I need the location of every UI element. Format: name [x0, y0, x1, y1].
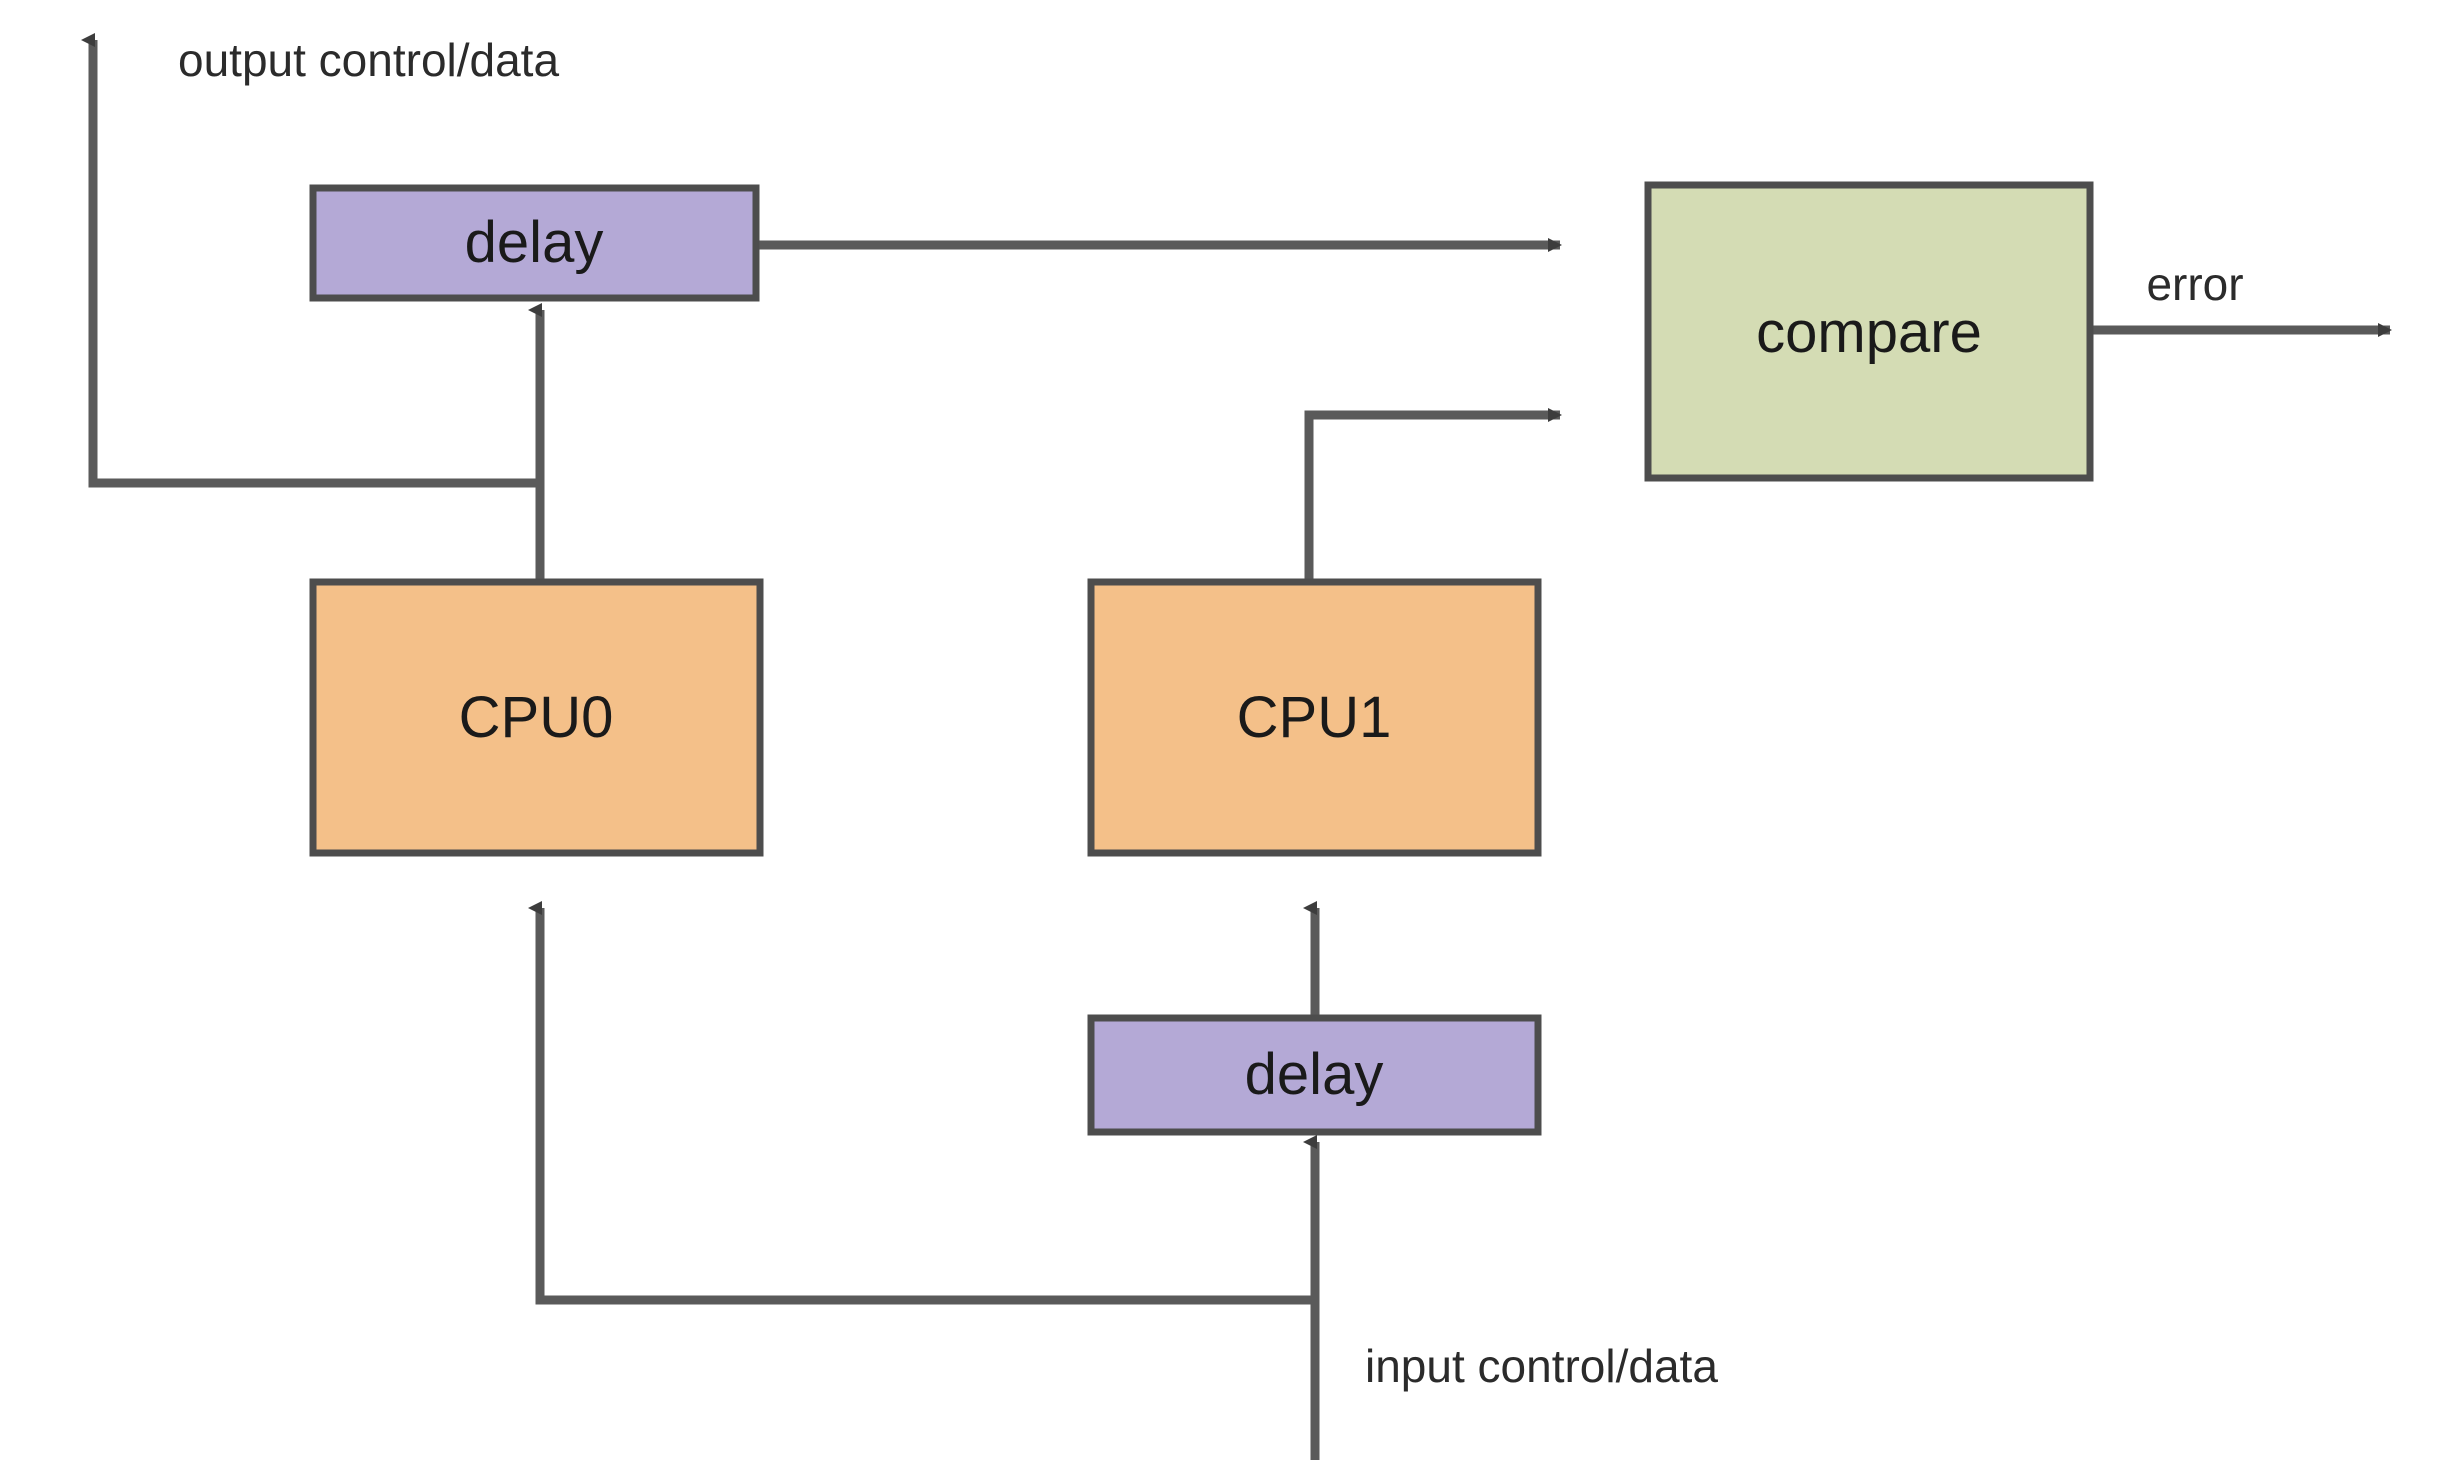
cpu0-box[interactable]: [309, 578, 764, 857]
cpu1-label: CPU1: [1237, 685, 1392, 750]
node-delay-top[interactable]: delay: [309, 184, 760, 302]
node-cpu1[interactable]: CPU1: [1087, 578, 1542, 857]
delay-bottom-box[interactable]: [1087, 1014, 1542, 1136]
node-delay-bottom[interactable]: delay: [1087, 1014, 1542, 1136]
wire-group: [81, 33, 2392, 1460]
delay-top-label: delay: [465, 210, 604, 275]
delay-top-box[interactable]: [309, 184, 760, 302]
delay-bottom-label: delay: [1245, 1042, 1384, 1107]
compare-label: compare: [1756, 300, 1982, 365]
cpu1-box[interactable]: [1087, 578, 1542, 857]
input-control-data-label: input control/data: [1365, 1340, 1718, 1392]
compare-box[interactable]: [1644, 181, 2094, 482]
node-cpu0[interactable]: CPU0: [309, 578, 764, 857]
wire-cpu1-to-compare: [1304, 408, 1562, 582]
error-label: error: [2146, 258, 2243, 310]
cpu0-label: CPU0: [459, 685, 614, 750]
output-control-data-label: output control/data: [178, 34, 559, 86]
wire-cpu0-to-output: [88, 130, 540, 488]
node-compare[interactable]: compare: [1644, 181, 2094, 482]
wire-input-branch-to-cpu0: [535, 960, 1315, 1305]
